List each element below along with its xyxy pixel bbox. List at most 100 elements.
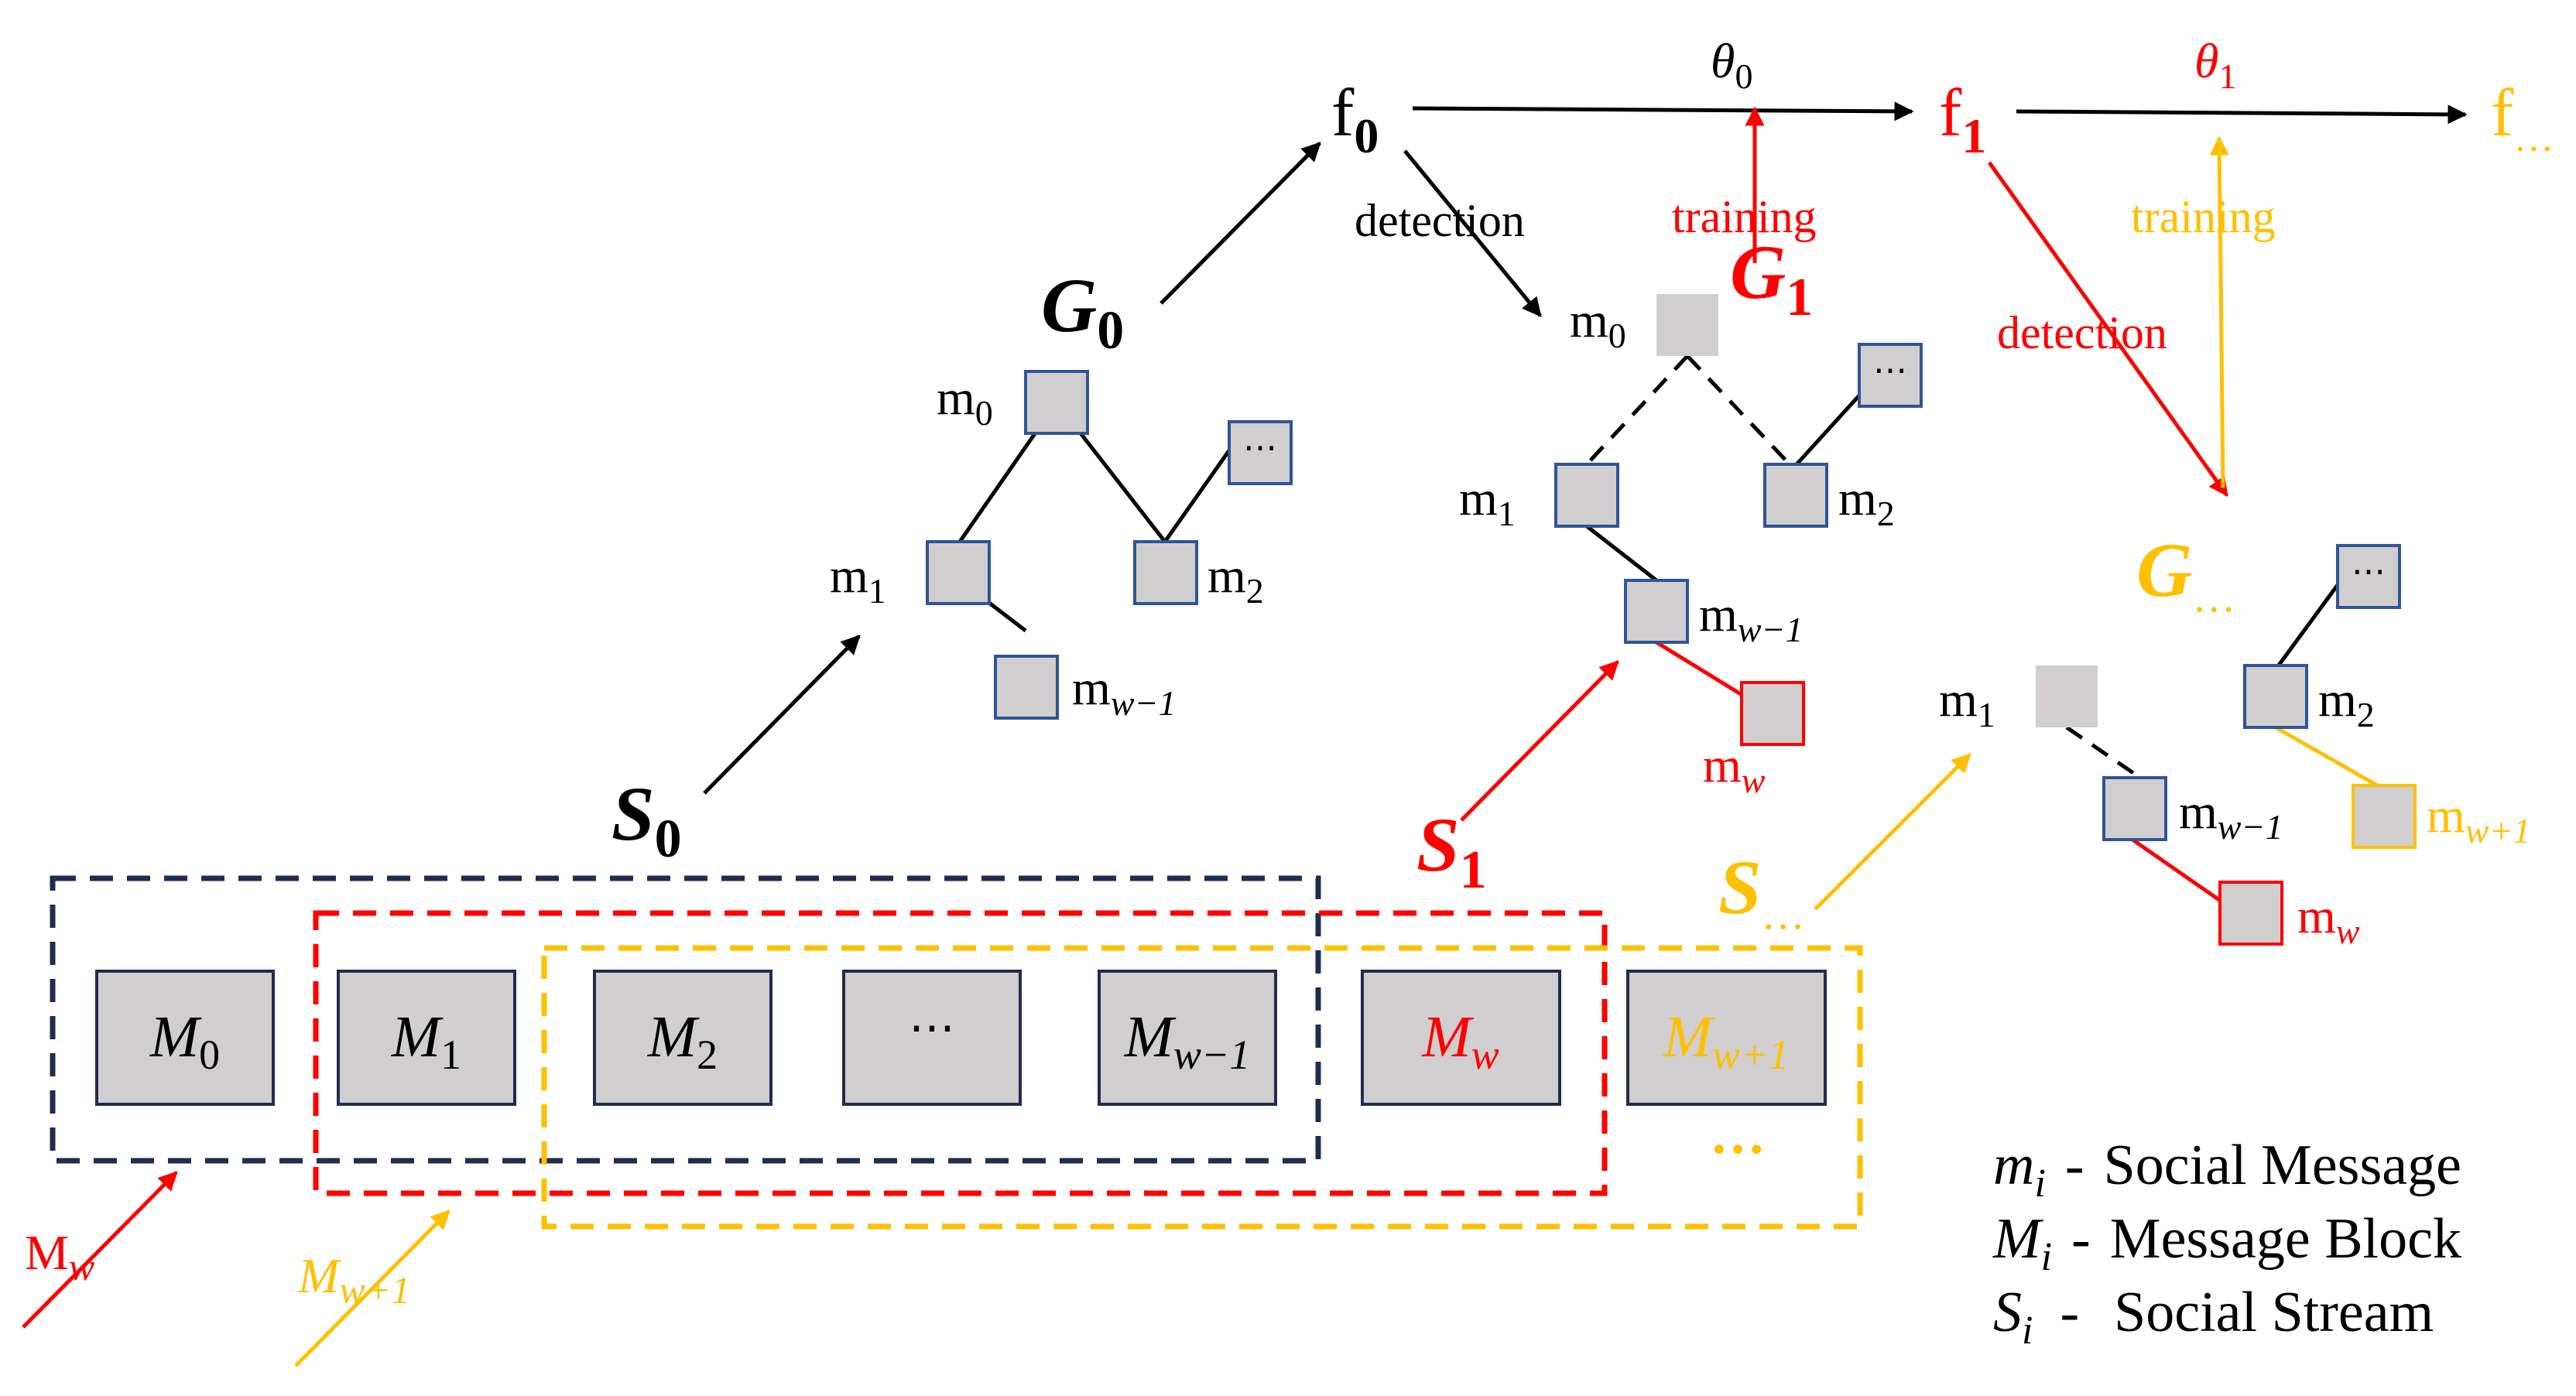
- arrow-f1-to-fdots: [2016, 104, 2468, 125]
- node-mw-1-label: mw−1: [1072, 660, 1177, 723]
- svg-text:mi-Social Message: mi-Social Message: [1993, 1134, 2461, 1206]
- node-mw-plus-1: [2352, 784, 2417, 849]
- block-m2: M2: [593, 970, 772, 1106]
- node-more-label: ⋯: [2352, 553, 2386, 590]
- window-s0: [50, 875, 1321, 1164]
- node-m2: [1763, 463, 1828, 528]
- edge-dashed: [2065, 725, 2142, 780]
- message-blocks: M0 M1 M2 ⋯ Mw−1: [95, 970, 1827, 1165]
- legend: mi-Social Message Mi-Message Block Si-So…: [1992, 1134, 2461, 1353]
- node-m1-label: m1: [1939, 672, 1995, 734]
- legend-row-social-stream: Si-Social Stream: [1993, 1281, 2434, 1353]
- node-m2: [2243, 664, 2308, 729]
- detection-label-1: detection: [1997, 307, 2167, 358]
- svg-text:Mi-Message Block: Mi-Message Block: [1992, 1207, 2461, 1279]
- window-s1: [313, 910, 1608, 1196]
- block-m1: M1: [337, 970, 516, 1106]
- incoming-mw-arrow: [22, 1171, 178, 1329]
- svg-text:Mw+1: Mw+1: [1663, 1004, 1790, 1078]
- stream-s1-label: S1: [1416, 802, 1487, 900]
- graph-g1-label: G1: [1730, 229, 1813, 327]
- edge: [1788, 385, 1869, 474]
- node-m0-label: m0: [1570, 293, 1626, 355]
- node-mw-1: [1624, 579, 1689, 644]
- model-f1: f1: [1939, 76, 1986, 163]
- node-mw-1: [2102, 776, 2167, 841]
- detection-label-0: detection: [1355, 195, 1525, 246]
- node-m2-label: m2: [1838, 470, 1895, 533]
- model-f0: f0: [1331, 76, 1379, 163]
- more-blocks-dots: …: [1710, 1103, 1766, 1165]
- incoming-blocks: Mw Mw+1: [22, 1171, 450, 1367]
- node-m0-label: m0: [937, 370, 993, 433]
- model-fdots: f…: [2491, 76, 2554, 160]
- node-more: [2336, 544, 2401, 609]
- block-mw-plus-1: Mw+1: [1626, 970, 1827, 1106]
- f1-arrows: detection training: [1987, 135, 2276, 498]
- graph-g0-label: G0: [1041, 262, 1124, 361]
- node-m1-label: m1: [830, 548, 886, 611]
- arrow-s0-to-g0: [703, 635, 861, 795]
- node-m1: [1554, 463, 1619, 528]
- node-m2-label: m2: [2318, 672, 2375, 734]
- edge-new: [1655, 640, 1752, 703]
- edge-new: [2131, 837, 2223, 904]
- edge-new: [2274, 725, 2386, 792]
- legend-row-message-block: Mi-Message Block: [1992, 1207, 2461, 1279]
- block-mw: Mw: [1361, 970, 1561, 1106]
- window-sdots: [541, 945, 1863, 1230]
- stream-windows: [50, 875, 1863, 1230]
- arrow-f0-to-f1: [1412, 101, 1914, 121]
- edge: [1163, 436, 1241, 543]
- node-m0: [1024, 370, 1089, 435]
- training-label-0: training: [1672, 191, 1817, 242]
- param-theta1: θ1: [2194, 33, 2236, 96]
- node-m1-label: m1: [1459, 470, 1516, 533]
- node-more: [1228, 420, 1293, 485]
- edge: [1585, 525, 1658, 582]
- node-m1: [926, 540, 991, 605]
- edge: [2273, 575, 2346, 671]
- training-arrow-1: [2209, 135, 2229, 488]
- edge-dashed: [1585, 354, 1689, 466]
- node-more-label: ⋯: [1243, 429, 1277, 467]
- node-mw-label: mw: [2297, 888, 2360, 951]
- svg-text:M1: M1: [391, 1004, 461, 1078]
- block-m0: M0: [95, 970, 275, 1106]
- node-mw-plus-1-label: mw+1: [2427, 788, 2531, 850]
- node-m0: [1656, 294, 1718, 356]
- arrow-sdots-to-gdots: [1814, 753, 1971, 911]
- svg-text:⋯: ⋯: [909, 1002, 955, 1053]
- node-mw: [2218, 881, 2283, 946]
- incoming-mwp1-arrow: [294, 1210, 450, 1367]
- stream-sdots-label: S…: [1718, 844, 1805, 939]
- svg-text:M0: M0: [149, 1004, 220, 1078]
- node-more-label: ⋯: [1873, 351, 1907, 389]
- node-mw-1: [994, 655, 1059, 720]
- node-mw: [1740, 681, 1805, 746]
- graph-g0: G0 m0 m1 m2 ⋯ mw−1: [830, 142, 1321, 723]
- graph-gdots-label: G…: [2136, 527, 2235, 621]
- node-m2-label: m2: [1208, 548, 1264, 611]
- arrow-g0-to-f0: [1160, 142, 1321, 305]
- incoming-mw-label: Mw: [25, 1225, 94, 1288]
- training-label-1: training: [2131, 191, 2276, 242]
- arrow-s1-to-g1: [1460, 660, 1619, 822]
- streams: S0 S1 S…: [611, 635, 1971, 939]
- block-ellipsis: ⋯: [842, 970, 1022, 1106]
- node-mw-1-label: mw−1: [2179, 784, 2283, 847]
- node-m2: [1133, 540, 1198, 605]
- svg-text:Mw: Mw: [1421, 1004, 1499, 1078]
- f0-arrows: detection training: [1355, 106, 1817, 317]
- block-mw-1: Mw−1: [1098, 970, 1277, 1106]
- model-chain: f0 θ0 f1 θ1 f…: [1331, 33, 2554, 163]
- graph-g1: G1 m0 m1 m2 ⋯ mw−1 mw: [1459, 229, 1923, 800]
- svg-text:M2: M2: [647, 1004, 718, 1078]
- graph-gdots: G… m1 m2 ⋯ mw−1 mw+1 mw: [1939, 527, 2531, 951]
- node-more: [1858, 343, 1923, 408]
- edge-dashed: [1686, 354, 1791, 466]
- svg-text:Mw−1: Mw−1: [1124, 1004, 1251, 1078]
- node-mw-1-label: mw−1: [1699, 587, 1804, 649]
